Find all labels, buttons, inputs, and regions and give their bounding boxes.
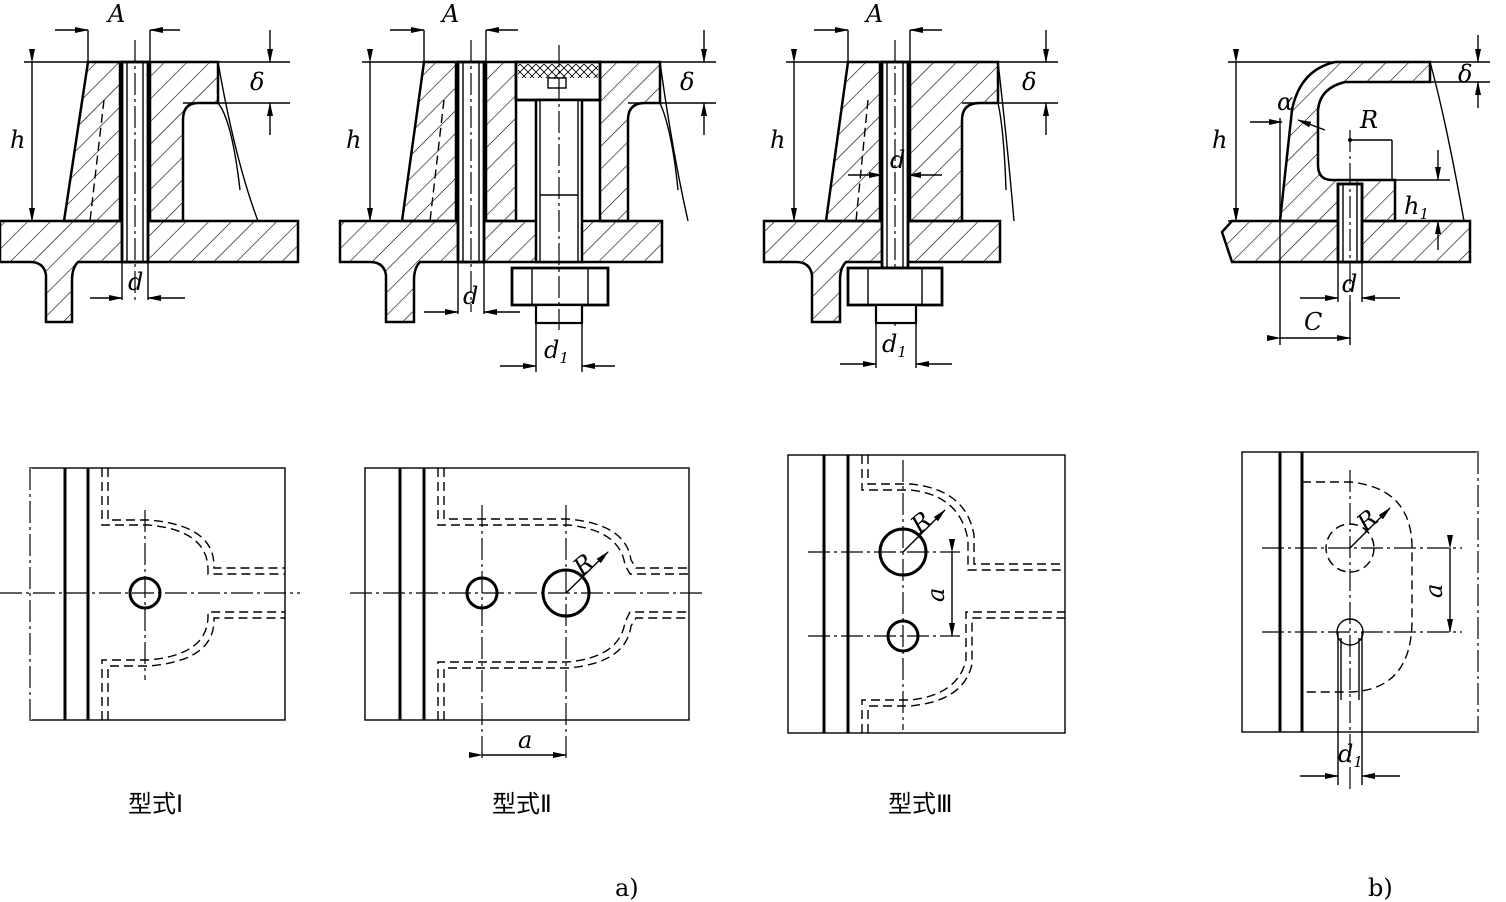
partb-dim-delta: δ [1458,60,1472,88]
partb-dim-C: C [1304,308,1322,336]
type1-dim-d: d [128,268,143,296]
partb-body [1278,60,1432,223]
type2-body-right [598,60,662,223]
type1-plan-view [0,467,300,721]
type1-dim-A: A [106,0,125,28]
type3-base-plate [762,219,1002,324]
partb-dim-alpha: α [1277,88,1293,116]
type2-base-plate [338,219,664,324]
type2-pin-hole [465,576,499,610]
caption-part-b: b) [1368,874,1393,902]
partb-plan-dim-d1: d1 [1338,740,1363,771]
type1-section-view: A h δ d [0,0,300,324]
type2-body-middle [484,60,518,223]
caption-type3: 型式Ⅲ [888,790,953,818]
type3-plan-view: R a [787,454,1066,734]
type3-bolt-hole [878,527,928,577]
partb-dim-h: h [1212,126,1227,154]
partb-pin-hole [1336,618,1364,646]
type2-dim-a: a [518,726,532,754]
type2-dim-h: h [346,126,361,154]
type3-nut [846,266,944,307]
type1-body-left [62,60,122,223]
type2-dim-delta: δ [680,68,694,96]
partb-plan-dim-R: R [1351,504,1384,538]
type3-dim-delta: δ [1022,68,1036,96]
type1-base-plate [0,219,300,324]
type3-dim-d1: d1 [882,330,907,361]
type3-dim-A: A [864,0,883,28]
type2-nut [510,266,610,307]
partb-dim-d: d [1342,270,1357,298]
partb-dim-R: R [1359,106,1378,134]
type2-dim-A: A [440,0,459,28]
partb-section-view: h δ α R h1 d C [1212,35,1490,345]
type2-dim-R: R [567,548,600,582]
type3-pin-hole [886,619,920,653]
partb-plan-view: R a d1 [1241,451,1480,790]
type3-body-left [824,60,882,223]
type3-dim-R: R [905,506,938,540]
caption-type2: 型式Ⅱ [492,790,552,818]
type2-dim-d: d [463,282,478,310]
type2-body-left [400,60,458,223]
type2-dim-d1: d1 [544,336,569,367]
type3-body-right [908,60,1000,223]
type1-dim-h: h [10,126,25,154]
type3-section-view: A h δ d d1 [762,0,1058,368]
type1-dim-delta: δ [250,68,264,96]
type3-dim-d: d [890,146,905,174]
type1-body-right [148,60,220,223]
type2-bolt-hole [541,568,591,618]
type2-section-view: A h δ d d1 [338,0,716,372]
caption-type1: 型式Ⅰ [128,790,183,818]
type2-plan-view: R a [350,467,705,760]
partb-plan-dim-a: a [1420,584,1448,598]
partb-bolt-hole-hidden [1325,523,1375,573]
partb-dim-h1: h1 [1404,192,1429,223]
type3-dim-h: h [770,126,785,154]
type3-dim-a: a [922,588,950,602]
type1-pin-hole [128,576,162,610]
caption-part-a: a) [615,874,639,902]
